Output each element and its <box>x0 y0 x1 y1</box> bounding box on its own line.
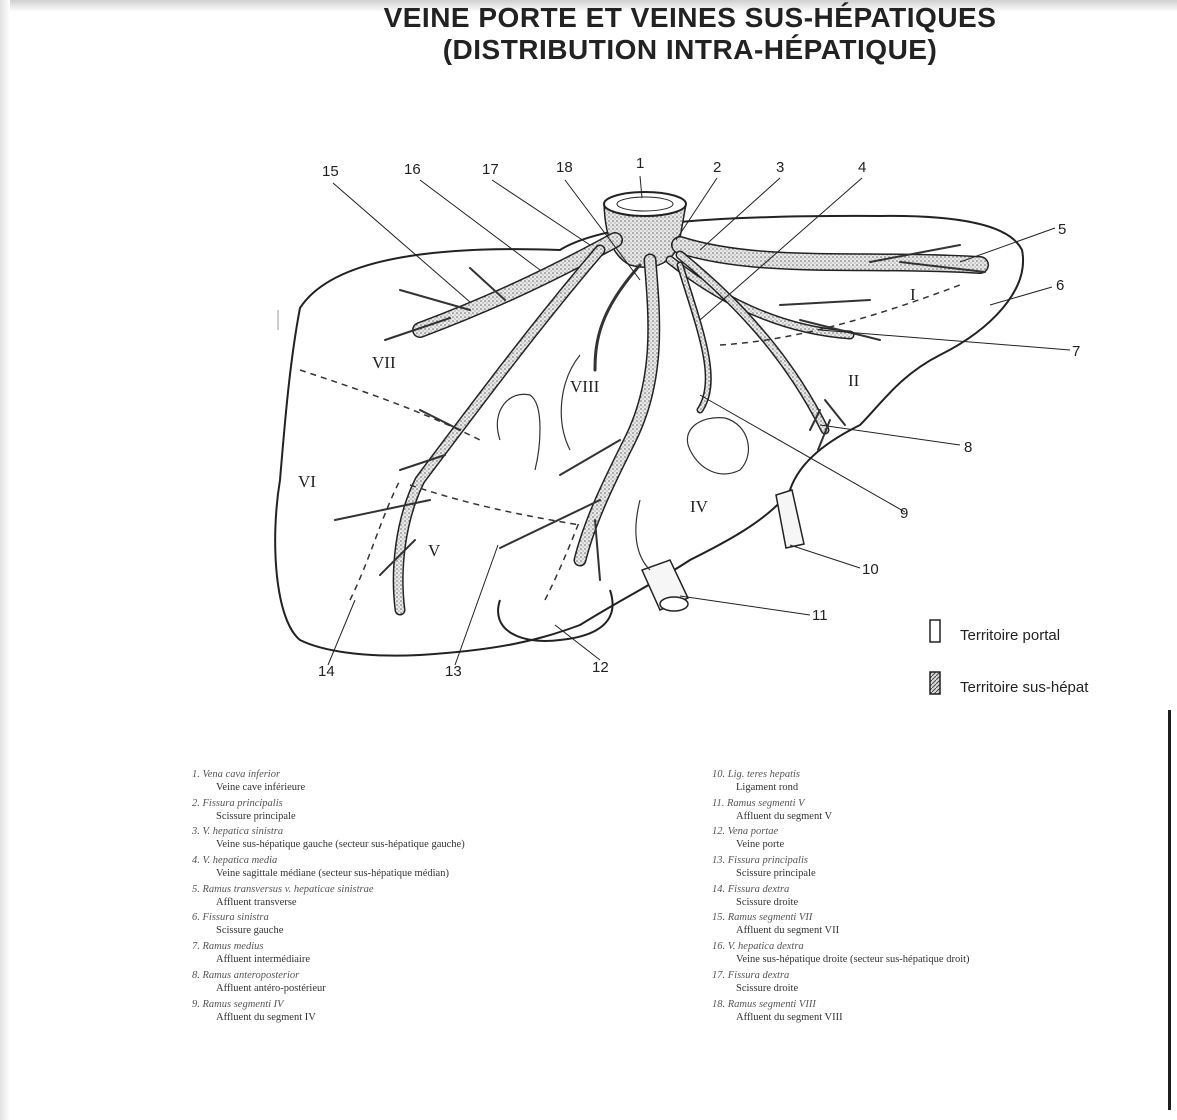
caption-list-right: 10. Lig. teres hepatisLigament rond 11. … <box>712 768 1167 1026</box>
caption-entry-18: 18. Ramus segmenti VIIIAffluent du segme… <box>712 998 1167 1024</box>
caption-entry-14: 14. Fissura dextraScissure droite <box>712 883 1167 909</box>
label-1: 1 <box>636 155 644 172</box>
segment-IV: IV <box>690 497 709 516</box>
liver-diagram: 15 16 17 18 1 2 3 4 5 6 7 8 9 10 11 12 1… <box>0 0 1177 760</box>
legend-hepatic-swatch <box>930 672 940 694</box>
segment-II: II <box>848 371 860 390</box>
label-12: 12 <box>592 659 609 676</box>
segment-VII: VII <box>372 353 396 372</box>
caption-entry-4: 4. V. hepatica mediaVeine sagittale médi… <box>192 854 712 880</box>
caption-entry-3: 3. V. hepatica sinistraVeine sus-hépatiq… <box>192 825 712 851</box>
caption-entry-5: 5. Ramus transversus v. hepaticae sinist… <box>192 883 712 909</box>
legend-portal-swatch <box>930 620 940 642</box>
round-ligament-stub <box>776 490 804 548</box>
caption-entry-8: 8. Ramus anteroposteriorAffluent antéro-… <box>192 969 712 995</box>
caption-entry-15: 15. Ramus segmenti VIIAffluent du segmen… <box>712 911 1167 937</box>
label-5: 5 <box>1058 221 1066 238</box>
caption-entry-9: 9. Ramus segmenti IVAffluent du segment … <box>192 998 712 1024</box>
label-15: 15 <box>322 163 339 180</box>
label-17: 17 <box>482 161 499 178</box>
label-14: 14 <box>318 663 335 680</box>
label-7: 7 <box>1072 343 1080 360</box>
segment-VI: VI <box>298 472 316 491</box>
caption-entry-2: 2. Fissura principalisScissure principal… <box>192 797 712 823</box>
caption-list-left: 1. Vena cava inferiorVeine cave inférieu… <box>192 768 712 1026</box>
legend-hepatic-label: Territoire sus-hépat <box>960 679 1089 696</box>
caption-entry-10: 10. Lig. teres hepatisLigament rond <box>712 768 1167 794</box>
segment-V: V <box>428 541 441 560</box>
legend-portal-label: Territoire portal <box>960 627 1060 644</box>
vena-cava-opening <box>604 192 686 216</box>
caption-entry-17: 17. Fissura dextraScissure droite <box>712 969 1167 995</box>
caption-entry-6: 6. Fissura sinistraScissure gauche <box>192 911 712 937</box>
scan-edge-line <box>1168 710 1171 1110</box>
caption-entry-12: 12. Vena portaeVeine porte <box>712 825 1167 851</box>
caption-entry-11: 11. Ramus segmenti VAffluent du segment … <box>712 797 1167 823</box>
portal-vein-opening <box>660 597 688 611</box>
caption-entry-7: 7. Ramus mediusAffluent intermédiaire <box>192 940 712 966</box>
label-13: 13 <box>445 663 462 680</box>
label-11: 11 <box>812 607 828 624</box>
caption-entry-16: 16. V. hepatica dextraVeine sus-hépatiqu… <box>712 940 1167 966</box>
segment-VIII: VIII <box>570 377 600 396</box>
label-16: 16 <box>404 161 421 178</box>
label-4: 4 <box>858 159 866 176</box>
label-10: 10 <box>862 561 879 578</box>
segment-I: I <box>910 285 916 304</box>
caption-entry-1: 1. Vena cava inferiorVeine cave inférieu… <box>192 768 712 794</box>
label-18: 18 <box>556 159 573 176</box>
label-2: 2 <box>713 159 721 176</box>
label-9: 9 <box>900 505 908 522</box>
caption-entry-13: 13. Fissura principalisScissure principa… <box>712 854 1167 880</box>
label-6: 6 <box>1056 277 1064 294</box>
label-3: 3 <box>776 159 784 176</box>
label-8: 8 <box>964 439 972 456</box>
